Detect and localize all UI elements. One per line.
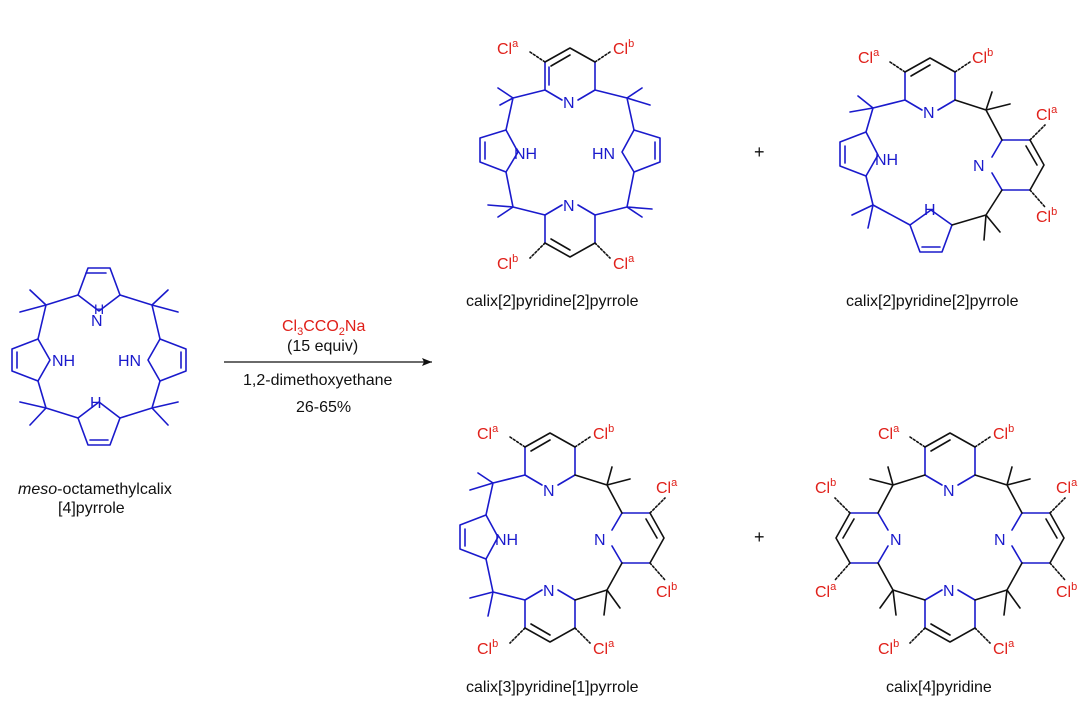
p2-cl-b-top: Clb [972, 47, 993, 67]
plus-bottom: + [754, 527, 765, 547]
p4-bottom-n: N [943, 583, 955, 600]
product-1-structure: N N NH HN [479, 47, 661, 259]
p1-cl-b-bottom: Clb [497, 253, 518, 273]
reactant-name-line1: meso-octamethylcalix [18, 481, 172, 498]
p3-left-nh: NH [495, 532, 518, 549]
p3-cl-b-bottom: Clb [477, 638, 498, 658]
p2-cl-b-right: Clb [1036, 206, 1057, 226]
reagent-equiv: (15 equiv) [287, 338, 358, 355]
p4-cl-a-left: Cla [815, 581, 837, 601]
p1-cl-a-bottom: Cla [613, 253, 635, 273]
reactant-name-line2: [4]pyrrole [58, 500, 125, 517]
p3-cl-a-right: Cla [656, 477, 678, 497]
p4-cl-b-top: Clb [993, 423, 1014, 443]
p4-cl-a-right: Cla [1056, 477, 1078, 497]
p4-cl-b-left: Clb [815, 477, 836, 497]
product-2-structure: N N NH H [839, 57, 1046, 253]
p4-cl-a-top: Cla [878, 423, 900, 443]
reactant-top-nh: N [91, 313, 103, 330]
p3-cl-a-top: Cla [477, 423, 499, 443]
p1-bottom-n: N [563, 198, 575, 215]
p3-top-n: N [543, 483, 555, 500]
p2-cl-a-right: Cla [1036, 104, 1058, 124]
p3-cl-b-right: Clb [656, 581, 677, 601]
reactant-left-nh: NH [52, 353, 75, 370]
yield-label: 26-65% [296, 399, 351, 416]
p4-left-n: N [890, 532, 902, 549]
reactant-structure: N H H NH HN [11, 267, 187, 446]
p2-left-nh: NH [875, 152, 898, 169]
p3-cl-b-top: Clb [593, 423, 614, 443]
product-2-name: calix[2]pyridine[2]pyrrole [846, 293, 1019, 310]
p1-cl-b-top: Clb [613, 38, 634, 58]
p1-top-n: N [563, 95, 575, 112]
reagent-formula: Cl3CCO2Na [282, 318, 365, 338]
p1-cl-a-top: Cla [497, 38, 519, 58]
product-1-name: calix[2]pyridine[2]pyrrole [466, 293, 639, 310]
product-3-name: calix[3]pyridine[1]pyrrole [466, 679, 639, 696]
p2-cl-a-top: Cla [858, 47, 880, 67]
p3-right-n: N [594, 532, 606, 549]
p4-right-n: N [994, 532, 1006, 549]
p2-top-n: N [923, 105, 935, 122]
p1-left-nh: NH [514, 146, 537, 163]
p3-cl-a-bottom: Cla [593, 638, 615, 658]
p4-cl-b-bottom: Clb [878, 638, 899, 658]
reactant-right-hn: HN [118, 353, 141, 370]
p1-right-hn: HN [592, 146, 615, 163]
reactant-bottom-hn: H [90, 395, 102, 412]
solvent-label: 1,2-dimethoxyethane [243, 372, 393, 389]
product-4-name: calix[4]pyridine [886, 679, 992, 696]
p2-bottom-hn: H [924, 202, 936, 219]
p3-bottom-n: N [543, 583, 555, 600]
p4-cl-a-bottom: Cla [993, 638, 1015, 658]
p4-top-n: N [943, 483, 955, 500]
product-3-structure: N N N NH [459, 432, 666, 644]
reactant-top-h: H [94, 301, 104, 317]
plus-top: + [754, 142, 765, 162]
arrow-head [422, 358, 432, 366]
p4-cl-b-right: Clb [1056, 581, 1077, 601]
product-4-structure: N N N N [834, 432, 1066, 644]
p2-right-n: N [973, 158, 985, 175]
